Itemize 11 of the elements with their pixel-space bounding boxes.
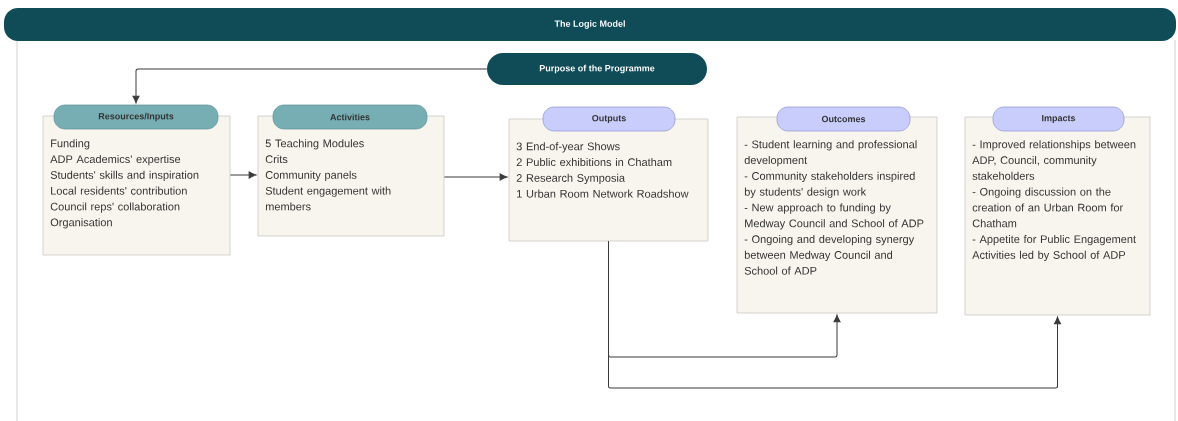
arrow bbox=[229, 171, 257, 179]
title-bar: The Logic Model bbox=[4, 8, 1176, 41]
column-box: Outputs 3 End-of-year Shows 2 Public exhibitions in Chatham 2 Research Symposia 1 Urban Room Network Roadshow bbox=[508, 106, 709, 242]
arrow bbox=[608, 240, 1062, 389]
arrow bbox=[443, 173, 508, 181]
column-box: Resources/Inputs Funding ADP Academics' expertise Students' skills and inspiration Local residents' contribution Council reps' collaboration Organisation bbox=[42, 104, 231, 256]
column-box: Impacts - Improved relationships between ADP, Council, community stakeholders - Ongoing discussion on the creation of an Urban Room for Chatham - Appetite for Public Engagement Activities led by School of ADP bbox=[964, 106, 1151, 316]
arrow bbox=[132, 68, 488, 104]
purpose-pill: Purpose of the Programme bbox=[487, 53, 707, 85]
column-box: Outcomes - Student learning and professional development - Community stakeholders inspired by students' design work - New approach to funding by Medway Council and School of ADP - Ongoing and developing synergy between Medway Council and School of ADP bbox=[736, 106, 938, 314]
column-box: Activities 5 Teaching Modules Crits Community panels Student engagement with members bbox=[257, 104, 445, 237]
